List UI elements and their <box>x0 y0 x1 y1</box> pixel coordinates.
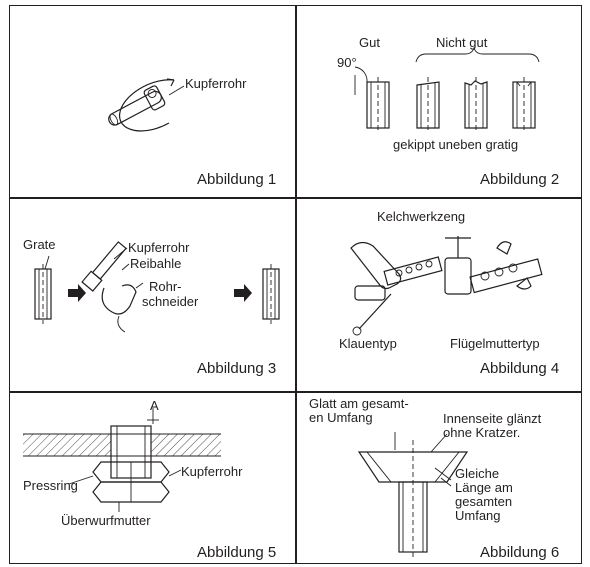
flare-ring-label: Pressring <box>23 478 78 493</box>
row-divider-2 <box>10 391 581 393</box>
flare-nut-label: Überwurfmutter <box>61 513 151 528</box>
dimension-a-label: A <box>150 398 159 413</box>
deburring-steps-illustration <box>34 241 280 333</box>
inner-surface-label-2: ohne Kratzer. <box>443 425 521 440</box>
equal-length-label-2: Länge am <box>455 480 513 495</box>
angle-label: 90° <box>337 55 357 70</box>
flare-inspection-illustration <box>357 432 469 558</box>
equal-length-label-1: Gleiche <box>455 466 500 481</box>
equal-length-label-3: gesamten <box>455 494 513 509</box>
smooth-label-2: en Umfang <box>309 410 373 425</box>
figure-2-caption: Abbildung 2 <box>480 171 560 188</box>
figure-1-caption: Abbildung 1 <box>197 171 277 188</box>
figure-4: Kelchwerkzeng Klauentyp Flügelmuttertyp … <box>295 196 582 390</box>
figure-6: Glatt am gesamt- en Umfang Innenseite gl… <box>295 390 582 564</box>
flare-tools-illustration <box>350 236 543 336</box>
copper-pipe-label-5: Kupferrohr <box>181 464 243 479</box>
reamer-label: Reibahle <box>130 256 182 271</box>
flare-tool-label: Kelchwerkzeng <box>377 209 466 224</box>
pipe-cutter-label-2: schneider <box>142 294 199 309</box>
copper-pipe-label: Kupferrohr <box>185 76 247 91</box>
figure-2: Gut Nicht gut 90° gekippt uneben gratig … <box>295 5 582 196</box>
copper-pipe-label-3: Kupferrohr <box>128 240 190 255</box>
not-good-label: Nicht gut <box>436 35 488 50</box>
burr-label: Grate <box>23 237 56 252</box>
row-divider-1 <box>10 197 581 199</box>
flare-nut-assembly-illustration <box>23 408 221 512</box>
figure-4-caption: Abbildung 4 <box>480 360 560 377</box>
smooth-label-1: Glatt am gesamt- <box>309 396 409 411</box>
clamp-type-tool <box>350 241 443 336</box>
pipe-end-comparison <box>354 46 540 133</box>
defect-types-label: gekippt uneben gratig <box>393 137 519 152</box>
pipe-cutter-label-1: Rohr- <box>149 279 182 294</box>
figure-6-caption: Abbildung 6 <box>480 544 560 561</box>
good-label: Gut <box>359 35 380 50</box>
vertical-divider <box>295 6 297 563</box>
wing-nut-type-tool <box>444 236 543 295</box>
clamp-type-label: Klauentyp <box>339 336 397 351</box>
figure-5: A Kupferrohr Pressring Überwurfmutter Ab… <box>9 390 295 564</box>
figure-3: Grate Kupferrohr Reibahle Rohr- schneide… <box>9 196 295 390</box>
wingnut-type-label: Flügelmuttertyp <box>450 336 540 351</box>
figure-1: Kupferrohr Abbildung 1 <box>9 5 295 196</box>
figure-grid <box>9 5 582 564</box>
figure-5-caption: Abbildung 5 <box>197 544 277 561</box>
inner-surface-label-1: Innenseite glänzt <box>443 411 542 426</box>
figure-3-caption: Abbildung 3 <box>197 360 277 377</box>
pipe-cutting-illustration <box>108 78 185 132</box>
equal-length-label-4: Umfang <box>455 508 501 523</box>
